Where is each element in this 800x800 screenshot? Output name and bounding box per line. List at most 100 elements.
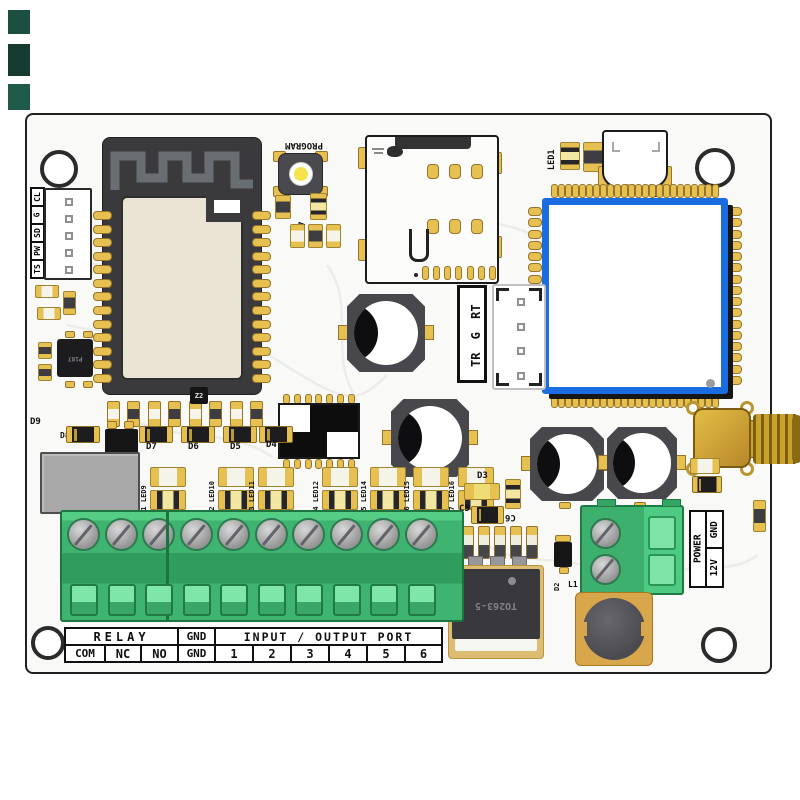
electrolytic-capacitor — [382, 399, 478, 477]
io-terminal-block — [60, 510, 464, 622]
smd-component — [464, 483, 500, 500]
uart-label-box — [457, 285, 487, 383]
pad-row-below-module — [107, 401, 263, 427]
smd-resistor-vertical — [526, 526, 538, 559]
corner-mark — [8, 10, 30, 34]
table-pin: 4 — [328, 644, 368, 663]
corner-mark — [8, 44, 30, 76]
smd-resistor — [218, 467, 254, 487]
sim-vendor-logo — [387, 146, 403, 157]
terminal-divider — [166, 512, 169, 620]
d5-label: D5 — [230, 442, 241, 452]
gsm-pins-top — [551, 184, 719, 198]
sim-contact — [471, 219, 483, 234]
checker-black — [309, 405, 358, 433]
power-gnd-box: GND — [705, 510, 724, 549]
table-pin: 2 — [252, 644, 292, 663]
smd-led — [413, 490, 449, 510]
smd-component — [35, 285, 59, 298]
corner-mark — [8, 84, 30, 110]
gsm-pins-right — [728, 207, 742, 385]
sma-tip — [792, 415, 800, 463]
power-12v-label: 12V — [708, 558, 720, 577]
io-pin-label: SD — [30, 223, 45, 243]
ic-pad — [83, 331, 93, 338]
smd-led — [505, 479, 521, 509]
mounting-hole — [40, 150, 78, 188]
shield-notch-window — [214, 200, 240, 213]
io-pin-label-text: SD — [32, 228, 42, 238]
smd-component — [753, 500, 766, 532]
sim-logo-text — [374, 152, 383, 154]
terminal-wire-slots — [70, 584, 436, 616]
d4-label: D4 — [266, 440, 277, 450]
ic-pad — [83, 381, 93, 388]
smd-component — [690, 458, 720, 474]
table-pin: 3 — [290, 644, 330, 663]
d2-pad — [555, 535, 571, 542]
d2-diode — [554, 542, 572, 567]
table-pin: COM — [64, 644, 106, 663]
smd-component — [63, 291, 76, 315]
io-header-labels: CL G SD PW TS — [30, 187, 45, 279]
program-button-plunger — [294, 167, 308, 181]
io-pin-label: TS — [30, 259, 45, 279]
program-button — [278, 153, 323, 195]
power-terminal — [580, 499, 684, 595]
sma-barrel — [753, 414, 798, 464]
pad — [559, 502, 571, 509]
sim-contact — [427, 164, 439, 179]
smd-diode — [66, 426, 100, 443]
io-pin-label: CL — [30, 187, 45, 207]
c6-label: C6 — [505, 512, 516, 522]
sot23-pad — [107, 421, 117, 429]
mounting-hole — [31, 626, 65, 660]
smd-resistor-vertical — [494, 526, 506, 559]
connector-bracket — [529, 288, 542, 301]
table-pin: 6 — [404, 644, 443, 663]
sim-logo-text — [372, 148, 384, 150]
smd-resistor — [150, 467, 186, 487]
small-ic: P187 — [57, 339, 93, 377]
smd-resistor — [370, 467, 406, 487]
smd-diode — [181, 426, 215, 443]
module-shield — [121, 196, 243, 380]
power-gnd-label: GND — [708, 520, 720, 539]
electrolytic-capacitor — [521, 427, 613, 501]
smd-diode — [692, 476, 722, 493]
terminal-tab — [662, 499, 681, 507]
terminal-screw — [590, 518, 621, 549]
table-pin: 1 — [214, 644, 254, 663]
inductor-notch — [579, 622, 587, 636]
z2-label: Z2 — [194, 391, 204, 400]
sim-contact — [427, 219, 439, 234]
d2-label: D2 — [553, 582, 561, 591]
regulator-stripe — [455, 639, 537, 651]
gsm-pin1-dot — [706, 379, 715, 388]
regulator-marking-text: TO263-5 — [474, 599, 518, 611]
inductor-notch — [641, 622, 649, 636]
port-table: RELAY GND INPUT / OUTPUT PORT COM NC NO … — [64, 627, 443, 663]
regulator-dot — [508, 577, 516, 585]
ic-pad — [65, 331, 75, 338]
d3-label: D3 — [477, 471, 488, 481]
usb-inner-mark — [612, 142, 620, 152]
smd-component — [38, 342, 52, 359]
d7-label: D7 — [146, 442, 157, 452]
smd-component — [308, 224, 323, 248]
sim-contact — [471, 164, 483, 179]
io-pin-label-text: G — [32, 212, 42, 218]
gsm-pins-bottom — [551, 394, 719, 408]
led1-led — [560, 142, 580, 170]
terminal-tab — [597, 499, 616, 507]
uart-connector — [492, 284, 546, 390]
io-pin-label-text: PW — [32, 246, 42, 256]
sim-top-band — [395, 137, 471, 149]
terminal-slot — [648, 516, 676, 550]
connector-bracket — [496, 373, 509, 386]
smd-component — [38, 364, 52, 381]
smd-diode — [139, 426, 173, 443]
inductor-core — [583, 598, 645, 660]
smd-component — [37, 307, 61, 320]
smd-component — [326, 224, 341, 248]
